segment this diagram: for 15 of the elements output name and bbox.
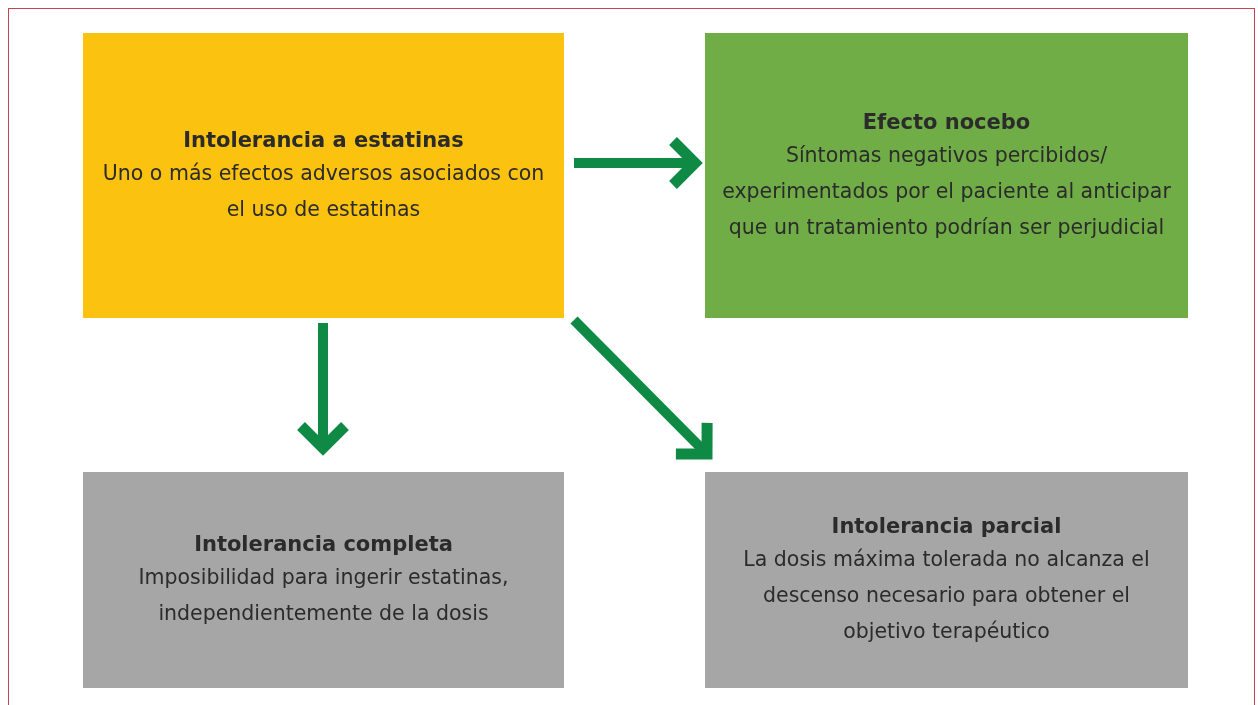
- box-description: Uno o más efectos adversos asociados con el uso de estatinas: [101, 159, 546, 223]
- category-box: [705, 33, 1188, 318]
- box-description: Imposibilidad para ingerir estatinas, independientemente de la dosis: [137, 564, 510, 627]
- box-description: La dosis máxima tolerada no alcanza el descenso necesario para obtener el objetivo terapéutico: [742, 546, 1151, 645]
- box-description: Síntomas negativos percibidos/ experimentados por el paciente al anticipar que un tratamiento podrían ser perjudicial: [721, 141, 1172, 241]
- arrow: [570, 316, 713, 460]
- category-box: [83, 472, 564, 688]
- arrow: [574, 135, 701, 191]
- category-box: [83, 33, 564, 318]
- arrow: [295, 323, 351, 454]
- category-box: [705, 472, 1188, 688]
- box-heading: Intolerancia completa: [194, 531, 453, 558]
- box-heading: Intolerancia a estatinas: [183, 126, 464, 154]
- box-heading: Intolerancia parcial: [831, 513, 1062, 540]
- box-heading: Efecto nocebo: [862, 108, 1031, 136]
